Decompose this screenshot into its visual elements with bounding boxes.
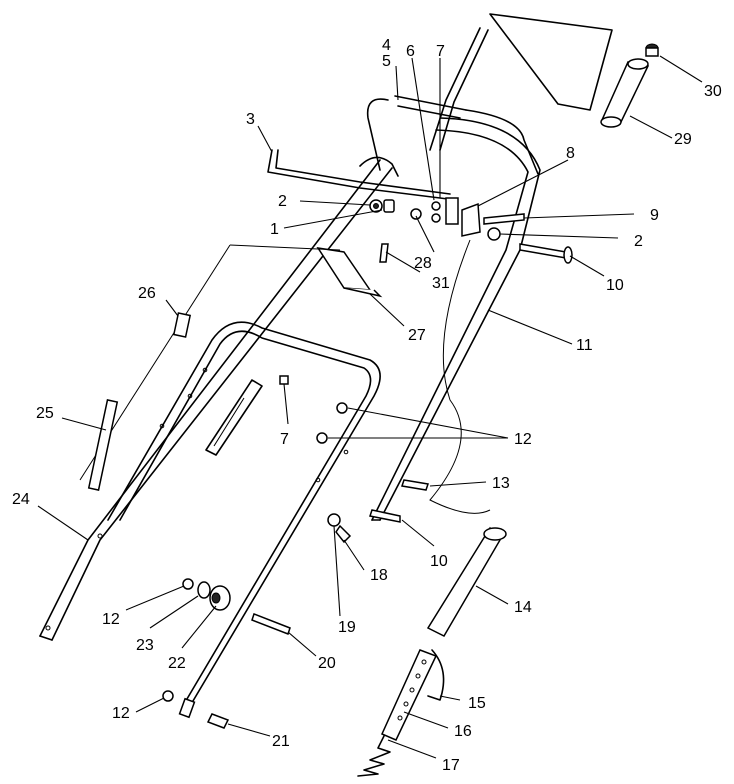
part-10-bolt-upper bbox=[519, 243, 573, 264]
label-20: 20 bbox=[318, 655, 336, 672]
label-16: 16 bbox=[454, 723, 472, 740]
label-2-right: 2 bbox=[634, 233, 643, 250]
label-25: 25 bbox=[36, 405, 54, 422]
part-1-knob bbox=[369, 199, 395, 213]
label-6: 6 bbox=[406, 43, 415, 60]
slot-bracket bbox=[205, 379, 263, 456]
label-12-bottom: 12 bbox=[112, 705, 130, 722]
label-22: 22 bbox=[168, 655, 186, 672]
part-3-bail bbox=[267, 149, 457, 201]
part-20-bolt bbox=[251, 613, 291, 635]
label-9: 9 bbox=[650, 207, 659, 224]
part-24-lower-handle bbox=[39, 159, 393, 641]
part-7-lower bbox=[279, 375, 289, 385]
part-labels: 1 2 2 3 4 5 6 7 7 8 9 10 10 11 12 12 12 … bbox=[12, 37, 722, 774]
part-11-handle-tube bbox=[371, 117, 541, 521]
middle-handle-loop bbox=[107, 321, 381, 719]
label-26: 26 bbox=[138, 285, 156, 302]
part-14-grip bbox=[426, 526, 507, 637]
part-19-washer bbox=[327, 513, 341, 527]
label-31: 31 bbox=[432, 275, 450, 292]
label-12-right: 12 bbox=[514, 431, 532, 448]
part-8-bracket bbox=[461, 202, 501, 241]
label-2-upper: 2 bbox=[278, 193, 287, 210]
label-11: 11 bbox=[576, 337, 593, 354]
part-26-28-cable-end bbox=[79, 244, 341, 491]
part-29-roller bbox=[600, 58, 650, 128]
label-12-left: 12 bbox=[102, 611, 120, 628]
label-3: 3 bbox=[246, 111, 255, 128]
part-27-bracket bbox=[316, 247, 383, 298]
label-21: 21 bbox=[272, 733, 290, 750]
label-13: 13 bbox=[492, 475, 510, 492]
label-4: 4 bbox=[382, 37, 391, 54]
label-10-lower: 10 bbox=[430, 553, 448, 570]
label-28: 28 bbox=[414, 255, 432, 272]
part-13-bolt bbox=[401, 479, 429, 491]
part-21-bolt bbox=[206, 713, 230, 729]
part-12-nut-a bbox=[336, 402, 348, 414]
part-22-wheel bbox=[209, 585, 231, 611]
label-19: 19 bbox=[338, 619, 356, 636]
label-7-upper: 7 bbox=[436, 43, 445, 60]
label-1: 1 bbox=[270, 221, 279, 238]
label-30: 30 bbox=[704, 83, 722, 100]
part-9-bolt bbox=[483, 213, 525, 225]
label-14: 14 bbox=[514, 599, 532, 616]
part-23-washer bbox=[197, 581, 211, 599]
part-31-bolt bbox=[379, 243, 389, 263]
part-17-spring bbox=[357, 735, 391, 777]
label-10-upper: 10 bbox=[606, 277, 624, 294]
part-18-clip bbox=[335, 524, 352, 544]
part-16-adjuster bbox=[381, 649, 438, 741]
part-30-cap bbox=[645, 43, 659, 57]
leader-lines bbox=[37, 55, 703, 759]
label-5: 5 bbox=[382, 53, 391, 70]
part-6-7-hardware bbox=[410, 197, 459, 225]
part-10-bolt-lower bbox=[369, 509, 401, 523]
label-7-lower: 7 bbox=[280, 431, 289, 448]
part-12-nut-d bbox=[162, 690, 174, 702]
bag-flap bbox=[489, 13, 613, 111]
label-8: 8 bbox=[566, 145, 575, 162]
upper-handle bbox=[366, 27, 539, 175]
label-29: 29 bbox=[674, 131, 692, 148]
control-cable bbox=[429, 239, 491, 514]
label-15: 15 bbox=[468, 695, 486, 712]
label-18: 18 bbox=[370, 567, 388, 584]
label-23: 23 bbox=[136, 637, 154, 654]
label-17: 17 bbox=[442, 757, 460, 774]
part-15-latch bbox=[427, 649, 445, 701]
part-12-nut-b bbox=[316, 432, 328, 444]
part-12-nut-c bbox=[182, 578, 194, 590]
label-24: 24 bbox=[12, 491, 30, 508]
label-27: 27 bbox=[408, 327, 426, 344]
